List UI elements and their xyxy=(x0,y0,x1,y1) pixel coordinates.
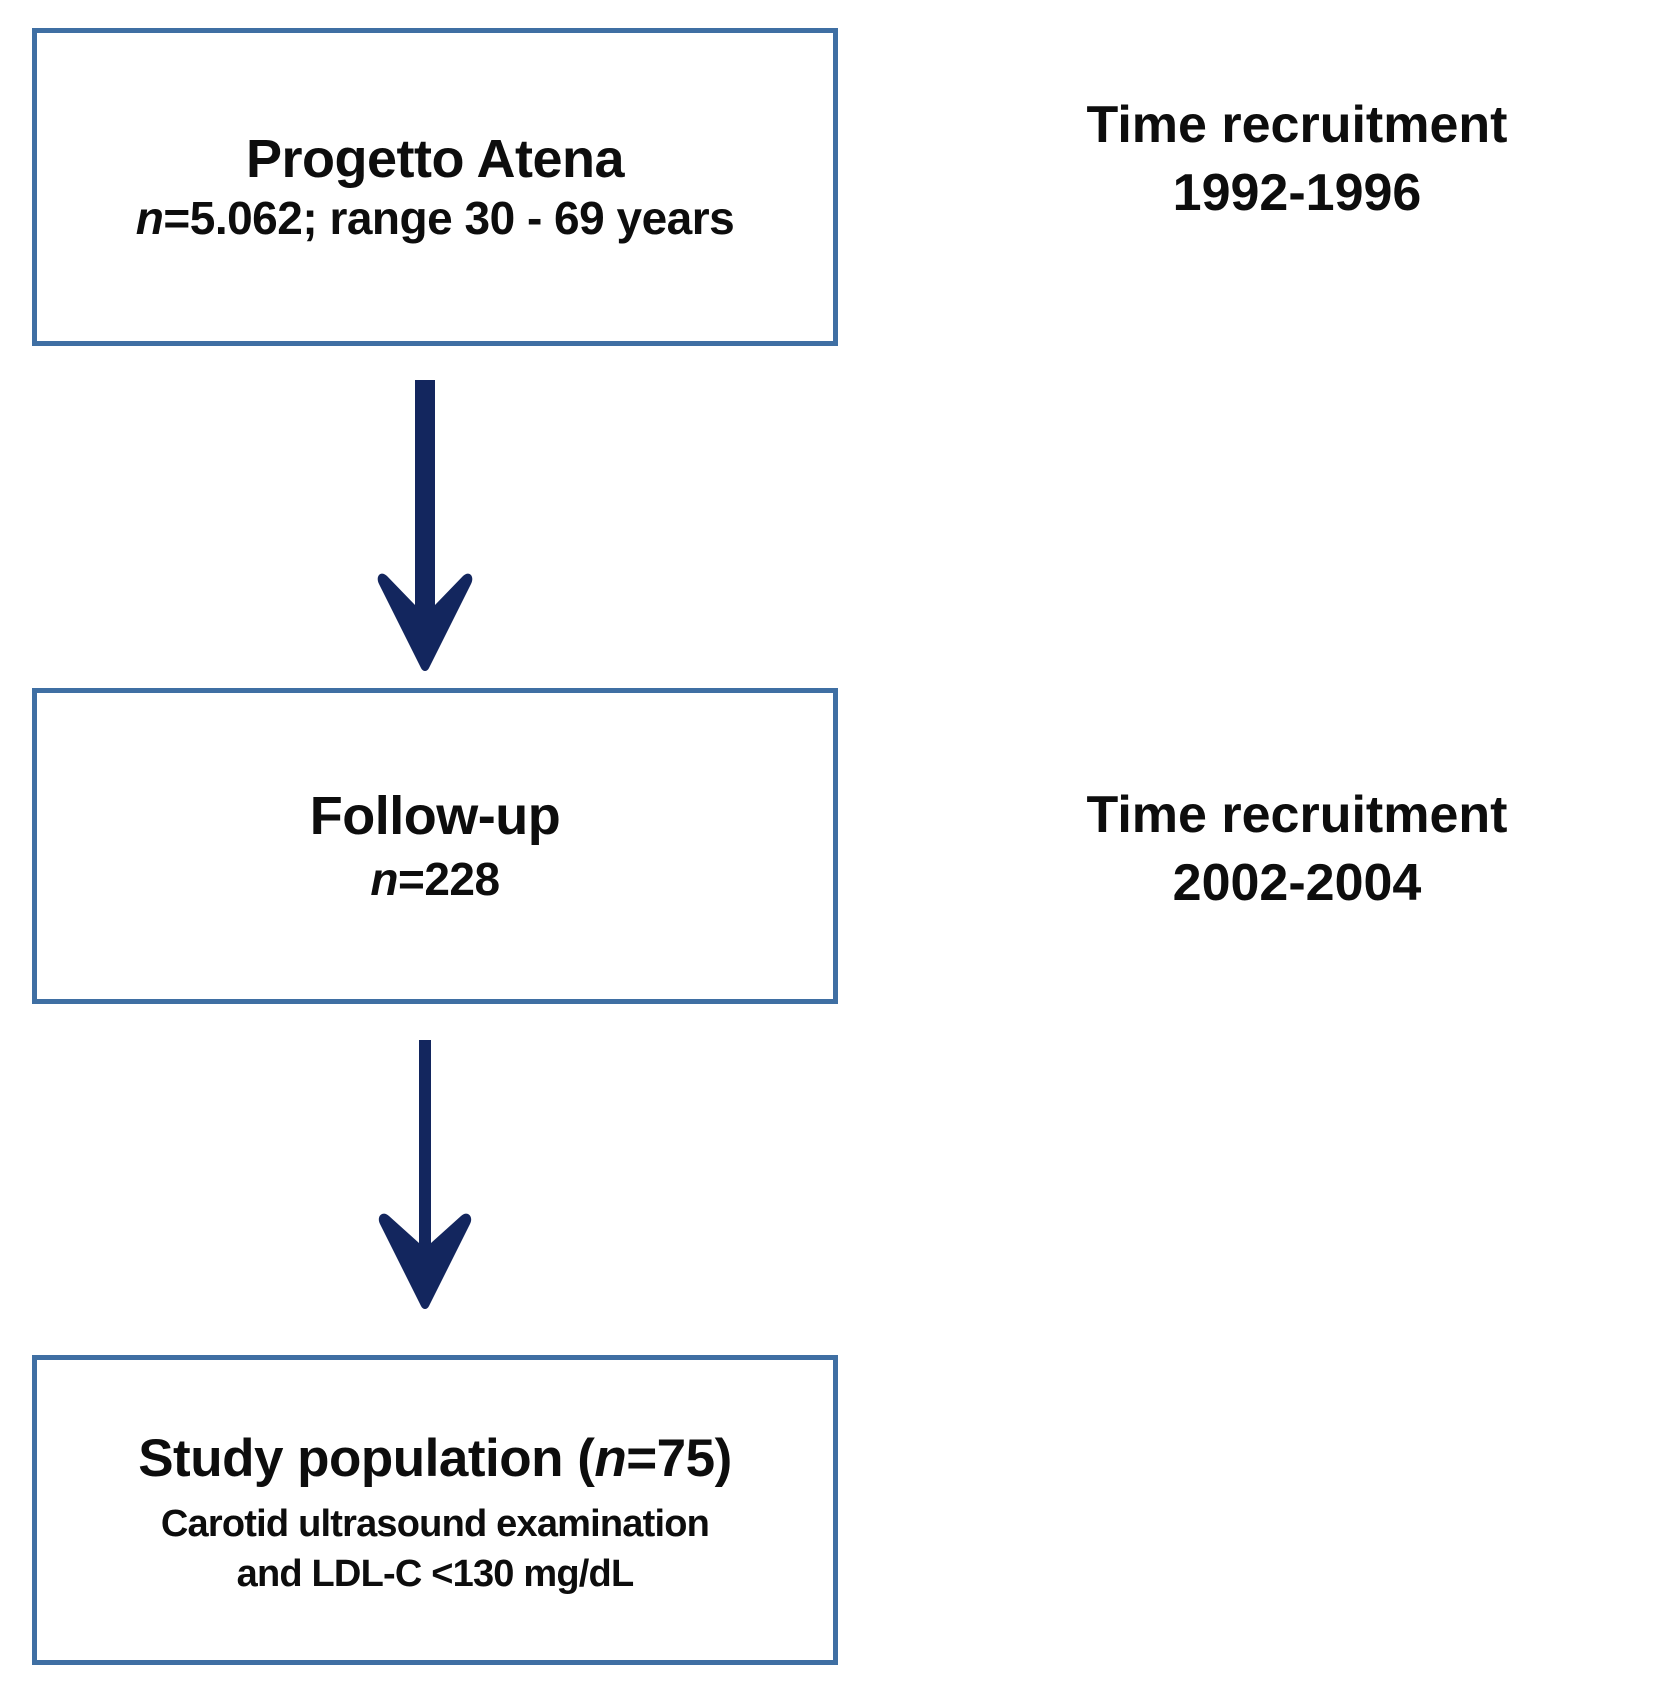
box-detail-line-2: and LDL-C <130 mg/dL xyxy=(236,1552,635,1595)
box-title-study-population: Study population (n=75) xyxy=(37,1429,833,1488)
side-label-line-1: Time recruitment xyxy=(1086,786,1508,844)
box-subtitle-text: =5.062; range 30 - 69 years xyxy=(163,192,735,245)
box-title-progetto-atena: Progetto Atena xyxy=(245,128,625,189)
side-label-recruitment-1: Time recruitment 1992-1996 xyxy=(940,92,1654,227)
side-label-line-1: Time recruitment xyxy=(1086,96,1508,154)
italic-n-symbol: n xyxy=(135,192,164,245)
flow-box-study-population: Study population (n=75) Carotid ultrasou… xyxy=(32,1355,838,1665)
flow-box-progetto-atena: Progetto Atena n=5.062; range 30 - 69 ye… xyxy=(32,28,838,346)
box-subtitle-follow-up: n=228 xyxy=(37,852,833,906)
box-title-follow-up: Follow-up xyxy=(309,785,561,846)
flow-box-follow-up: Follow-up n=228 xyxy=(32,688,838,1004)
side-label-recruitment-2: Time recruitment 2002-2004 xyxy=(940,782,1654,917)
side-label-line-2: 1992-1996 xyxy=(1172,163,1422,222)
arrow-atena-to-followup-icon xyxy=(377,380,473,671)
box-content: Follow-up n=228 xyxy=(37,786,833,907)
box-subtitle-progetto-atena: n=5.062; range 30 - 69 years xyxy=(37,191,833,245)
box-title-part1: Study population ( xyxy=(138,1429,595,1489)
box-content: Progetto Atena n=5.062; range 30 - 69 ye… xyxy=(37,129,833,246)
box-detail-line-1: Carotid ultrasound examination xyxy=(160,1502,710,1545)
italic-n-symbol: n xyxy=(370,853,398,906)
arrow-followup-to-study-icon xyxy=(378,1040,472,1309)
italic-n-symbol: n xyxy=(594,1429,627,1489)
side-label-line-2: 2002-2004 xyxy=(1172,853,1422,912)
box-subtitle-text: =228 xyxy=(397,853,500,906)
box-title-part2: =75) xyxy=(626,1429,732,1489)
box-content: Study population (n=75) Carotid ultrasou… xyxy=(37,1421,833,1599)
